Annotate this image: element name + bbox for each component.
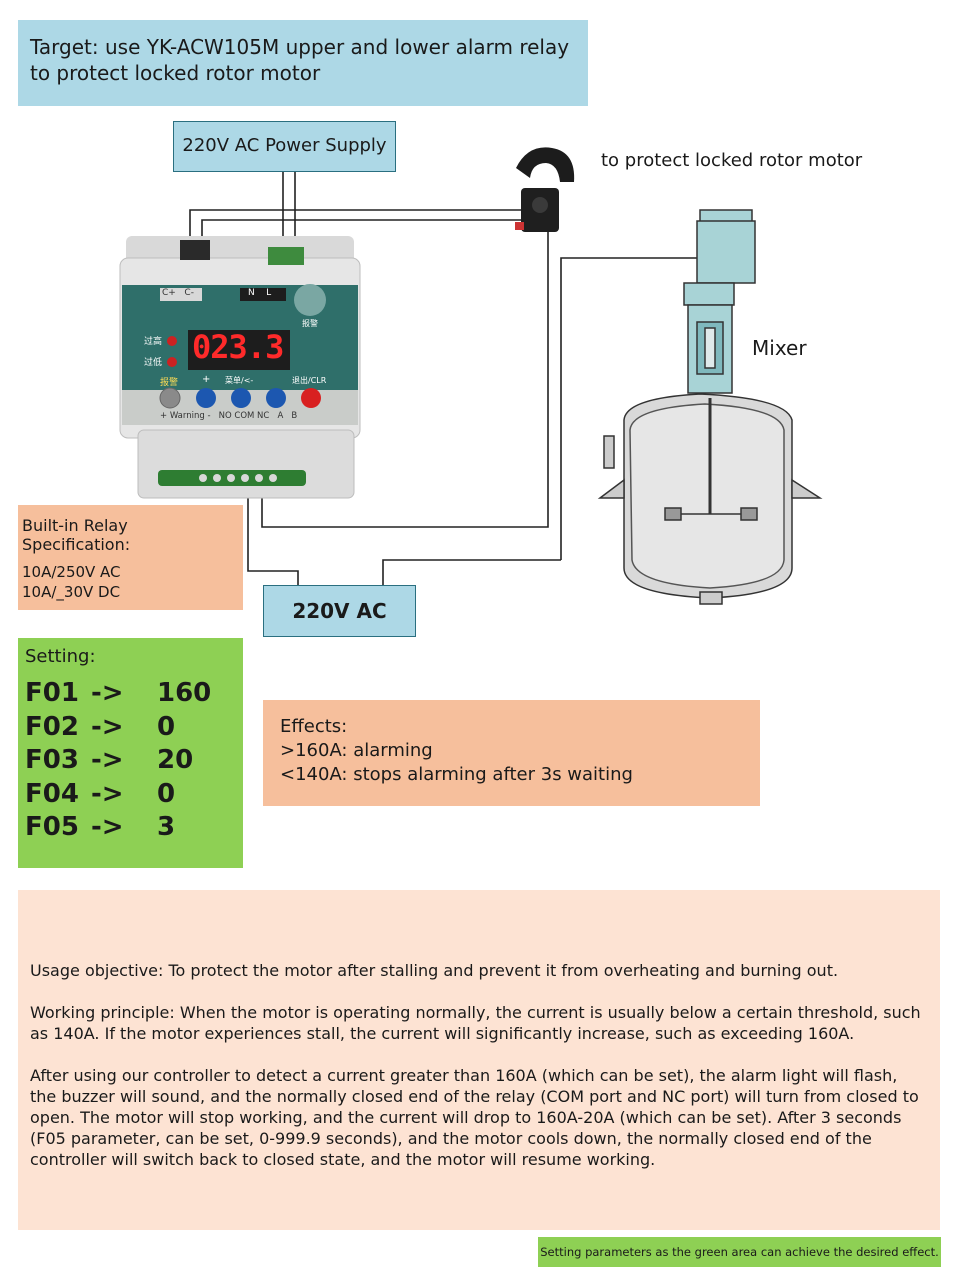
mixer-illustration [597,209,823,605]
warning-button-label: 报警 [160,378,179,388]
relay-spec-title: Built-in Relay Specification: [22,516,131,554]
setting-code: F01 [25,678,79,708]
terminal-top-left: C+ C- [162,288,194,298]
device-display: 023.3 [192,328,284,366]
setting-row: F03 -> 20 [25,744,236,778]
description-paragraph: After using our controller to detect a c… [30,1066,919,1169]
indicator-high-label: 过高 [144,337,163,347]
current-clamp-icon [515,147,575,232]
setting-row: F04 -> 0 [25,778,236,812]
setting-row: F01 -> 160 [25,677,236,711]
setting-value: 160 [157,678,212,708]
relay-spec-box: Built-in Relay Specification: 10A/250V A… [18,505,243,610]
power-supply-label: 220V AC Power Supply [173,121,396,172]
setting-value: 20 [157,745,194,775]
protect-label: to protect locked rotor motor [601,150,863,171]
title-line-2: to protect locked rotor motor [30,61,321,85]
menu-button-label: 菜单/<- [225,376,254,385]
effects-title: Effects: [280,716,348,737]
setting-row: F02 -> 0 [25,711,236,745]
device-bottom-labels: + Warning - NO COM NC A B [160,411,298,421]
effects-box: Effects: >160A: alarming <140A: stops al… [263,700,760,806]
title-line-1: Target: use YK-ACW105M upper and lower a… [30,35,570,59]
footer-note: Setting parameters as the green area can… [538,1237,941,1267]
buzzer-label: 报警 [302,319,318,328]
terminal-top-right: N L [248,288,272,298]
controller-device [119,236,361,499]
setting-value: 0 [157,778,176,809]
relay-spec-line: 10A/250V AC [22,563,121,581]
mixer-label: Mixer [752,336,807,360]
description-paragraph: Usage objective: To protect the motor af… [30,961,839,980]
effects-line: >160A: alarming [280,740,433,761]
setting-arrow: -> [91,678,124,708]
setting-arrow: -> [91,745,124,775]
title-box: Target: use YK-ACW105M upper and lower a… [18,20,588,106]
setting-arrow: -> [91,778,124,809]
setting-value: 0 [157,711,176,742]
description-paragraph: Working principle: When the motor is ope… [30,1003,921,1043]
setting-value: 3 [157,812,176,842]
indicator-low-label: 过低 [144,358,163,368]
setting-arrow: -> [91,711,124,742]
description-box: Usage objective: To protect the motor af… [18,890,940,1230]
setting-title: Setting: [25,646,96,667]
ac-supply-label: 220V AC [263,585,416,637]
setting-code: F04 [25,778,79,809]
setting-code: F02 [25,711,79,742]
setting-arrow: -> [91,812,124,842]
setting-row: F05 -> 3 [25,811,236,845]
relay-spec-line: 10A/_30V DC [22,583,121,601]
effects-line: <140A: stops alarming after 3s waiting [280,764,633,785]
setting-code: F03 [25,745,79,775]
setting-box: Setting: F01->160 F02->0 F03->20 F04->0 … [18,638,243,868]
plus-button-label: + [202,374,211,385]
exit-button-label: 退出/CLR [292,376,327,385]
setting-code: F05 [25,812,79,842]
